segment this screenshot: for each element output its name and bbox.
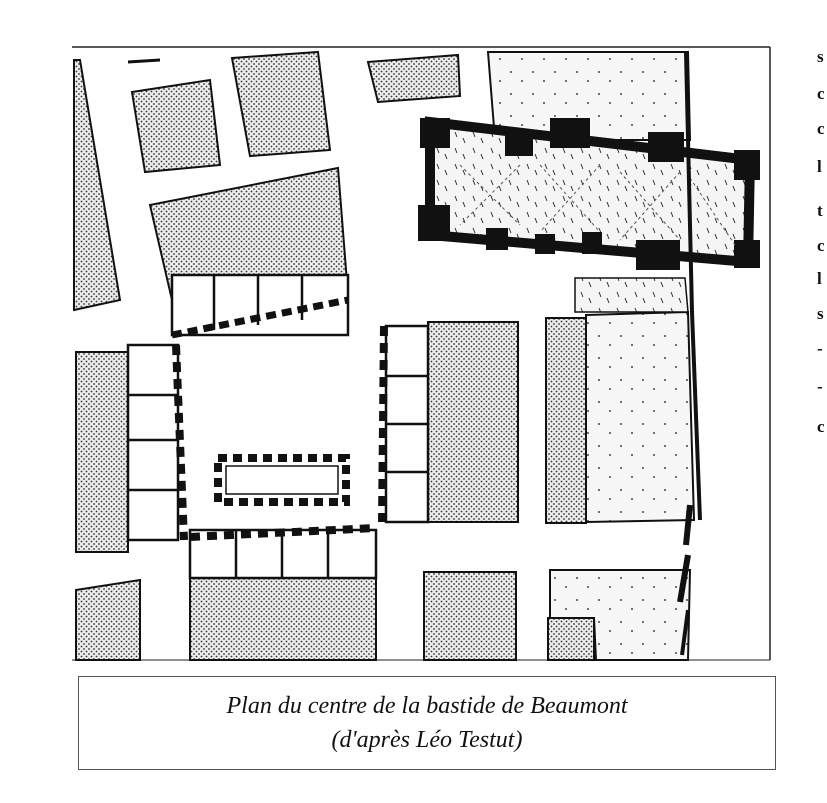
north-wall-fragment	[127, 58, 161, 64]
block-top-2	[230, 50, 332, 158]
edge-text-fragment: s	[817, 47, 824, 66]
block-top-1	[130, 78, 222, 174]
edge-text-fragment: c	[817, 119, 825, 138]
lot-east-garden	[585, 310, 696, 524]
block-top-3	[366, 53, 462, 104]
block-east-square	[427, 321, 519, 523]
east-wall-gate-north	[683, 504, 693, 546]
edge-text-fragment: -	[817, 339, 823, 358]
arcade-north-pillars	[171, 296, 349, 339]
block-south-2	[423, 571, 517, 661]
block-left-top	[73, 59, 122, 312]
edge-text-fragment: t	[817, 201, 823, 220]
arcade-east-pillars	[378, 325, 388, 523]
arcade-west-pillars	[172, 344, 188, 541]
block-left-middle	[75, 351, 129, 553]
caption-box: Plan du centre de la bastide de Beaumont…	[78, 676, 776, 770]
caption-title: Plan du centre de la bastide de Beaumont	[226, 693, 628, 719]
block-east-strip	[545, 317, 587, 524]
edge-text-fragment: s	[817, 304, 824, 323]
lot-southeast	[549, 569, 692, 661]
block-left-bottom	[75, 578, 141, 661]
east-wall	[684, 51, 702, 521]
caption-source: (d'après Léo Testut)	[331, 727, 523, 753]
church	[418, 116, 760, 270]
block-south-3	[547, 617, 595, 661]
edge-text-fragment: l	[817, 269, 822, 288]
edge-text-fragment: c	[817, 84, 825, 103]
arcade-west-row	[126, 343, 180, 542]
edge-text-fragment: c	[817, 236, 825, 255]
market-hall-inner	[225, 465, 339, 495]
edge-text-fragment: -	[817, 377, 823, 396]
edge-text-fragment: l	[817, 157, 822, 176]
lot-south-of-church	[574, 277, 689, 313]
east-wall-south	[680, 609, 690, 656]
edge-text-fragment: c	[817, 417, 825, 436]
arcade-south-pillars	[189, 524, 377, 541]
east-wall-gate-south	[677, 554, 691, 603]
